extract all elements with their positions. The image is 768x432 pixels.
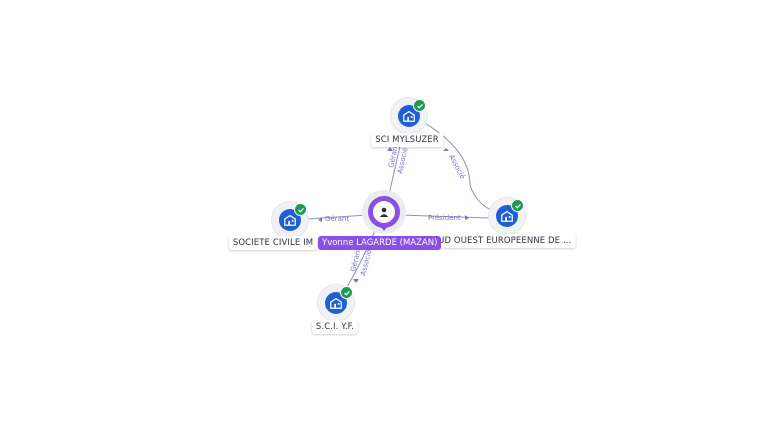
arrow-marker [318, 217, 322, 222]
company-node-sci-mylsuzer[interactable] [391, 98, 427, 134]
arrow-marker [465, 215, 469, 220]
company-node-societe-civile[interactable] [272, 202, 308, 238]
arrow-marker [443, 148, 449, 151]
check-icon [294, 203, 307, 216]
company-label-sud-ouest[interactable]: SUD OUEST EUROPEENNE DE ... [428, 234, 576, 248]
edge-label: Gérant [325, 215, 349, 223]
company-node-sud-ouest[interactable] [489, 198, 525, 234]
person-node[interactable] [362, 190, 406, 234]
edge-person-sud-ouest [399, 214, 491, 219]
check-icon [511, 199, 524, 212]
edge-person-societe-civile [305, 214, 369, 220]
edge-sci-mylsuzer-sud-ouest [422, 121, 496, 213]
check-icon [413, 99, 426, 112]
arrow-marker [387, 147, 393, 151]
check-icon [340, 286, 353, 299]
person-icon [373, 201, 395, 223]
edge-label: Associé [447, 153, 466, 180]
company-label-societe-civile[interactable]: SOCIETE CIVILE IM [228, 236, 318, 250]
edge-label: Président [428, 214, 461, 222]
company-label-sci-yf[interactable]: S.C.I. Y.F. [311, 320, 359, 334]
arrow-marker [353, 279, 359, 283]
person-label[interactable]: Yvonne LAGARDE (MAZAN) [318, 236, 442, 250]
company-label-sci-mylsuzer[interactable]: SCI MYLSUZER [371, 133, 443, 147]
company-node-sci-yf[interactable] [318, 285, 354, 321]
